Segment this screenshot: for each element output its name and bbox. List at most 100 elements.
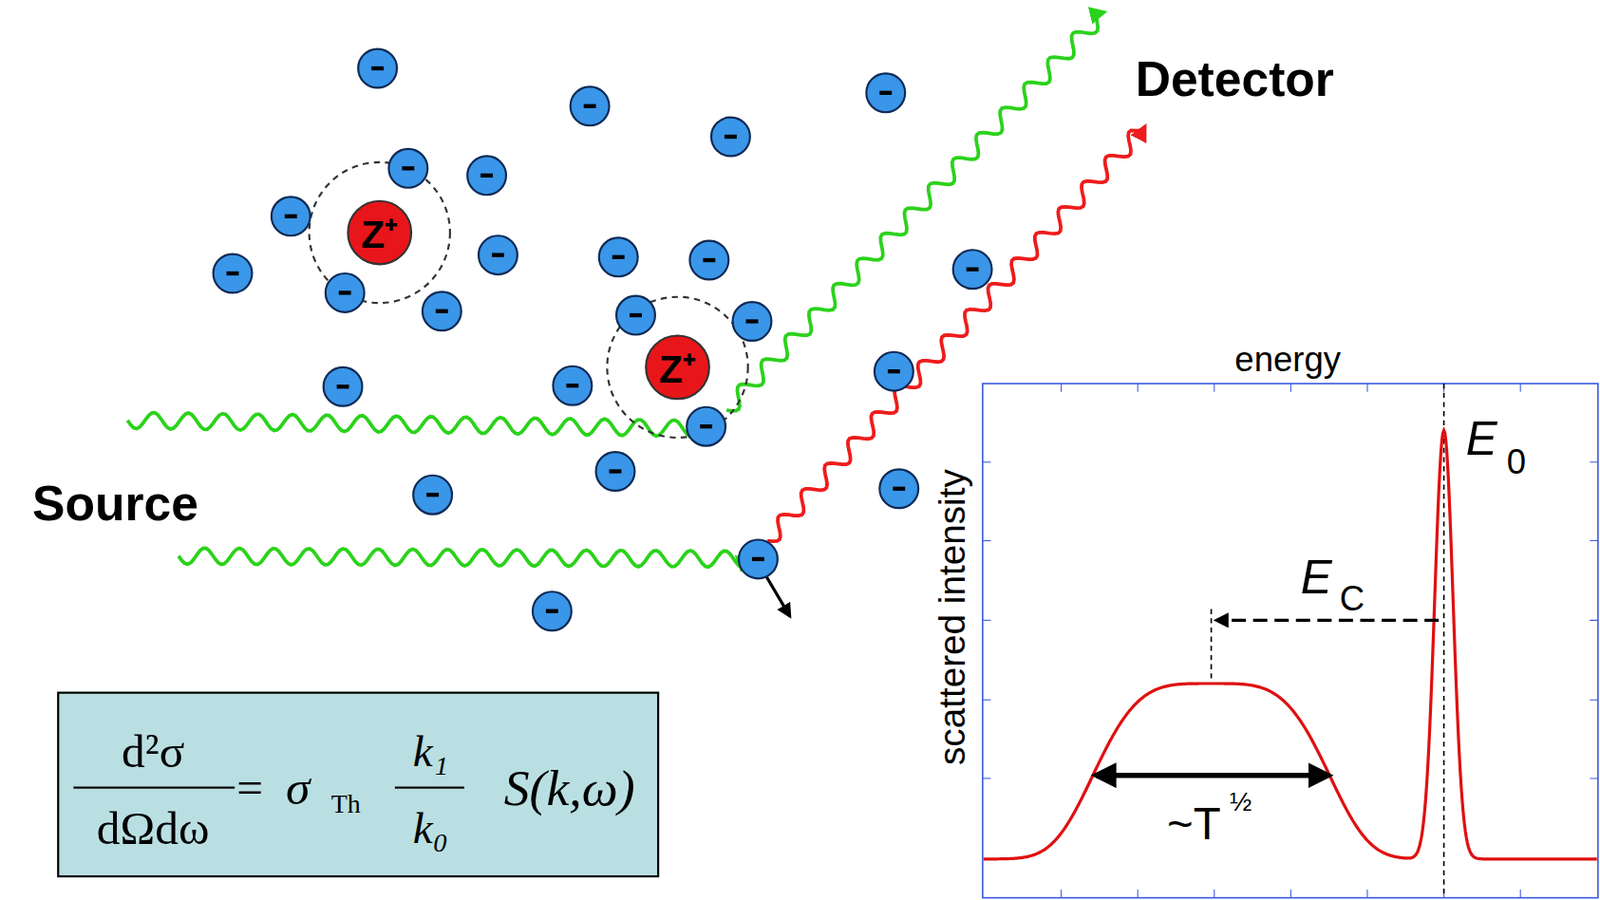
- electron-body: [689, 241, 729, 281]
- electron: [478, 235, 518, 275]
- minus-sign: [371, 66, 384, 71]
- electron-body: [357, 49, 397, 89]
- minus-sign: [491, 253, 505, 258]
- formula-box: d²σdΩdω=σThk₁k₀S(k,ω): [56, 692, 659, 879]
- tick: [1137, 383, 1139, 393]
- electron: [738, 539, 778, 579]
- minus-sign: [702, 258, 716, 263]
- electron-body: [599, 237, 639, 277]
- electron-body: [616, 296, 656, 336]
- electron-body: [711, 117, 751, 157]
- electron: [552, 366, 592, 406]
- electron: [953, 249, 993, 289]
- electron: [874, 352, 914, 392]
- minus-sign: [887, 369, 901, 374]
- minus-sign: [752, 557, 765, 562]
- subscript: C: [1339, 580, 1365, 616]
- electron: [467, 155, 507, 195]
- electron: [357, 49, 397, 89]
- tick: [1213, 889, 1215, 899]
- denominator: k₀: [413, 806, 449, 851]
- energy-symbol: E: [1300, 554, 1333, 602]
- electron: [711, 117, 751, 157]
- spectrum-chart: [982, 383, 1599, 899]
- axis-title: scattered intensity: [933, 469, 971, 766]
- ion: [347, 201, 412, 265]
- electron-body: [874, 352, 914, 392]
- tick: [1290, 383, 1292, 393]
- electron-body: [865, 73, 905, 113]
- superscript: ½: [1229, 789, 1252, 816]
- tick: [1520, 889, 1522, 899]
- shift-arrow: [1216, 619, 1439, 622]
- denominator: dΩdω: [96, 805, 210, 852]
- tick: [1366, 383, 1368, 393]
- electron: [689, 241, 729, 281]
- minus-sign: [545, 609, 559, 614]
- minus-sign: [401, 166, 415, 170]
- ion: [645, 336, 710, 400]
- electron-body: [213, 254, 253, 294]
- ion-charge: Z⁺: [360, 215, 398, 255]
- minus-sign: [609, 469, 622, 473]
- electron: [686, 407, 726, 447]
- spectrum-curve: [983, 430, 1598, 859]
- tick: [1137, 889, 1139, 899]
- ion-charge: Z⁺: [658, 350, 697, 390]
- electron: [213, 254, 253, 294]
- electron-body: [422, 291, 462, 331]
- tick: [1589, 461, 1599, 463]
- structure-factor: S(k,ω): [504, 762, 636, 814]
- axis-title: energy: [1234, 341, 1341, 377]
- reference-line: [1443, 383, 1446, 899]
- tick: [1213, 383, 1215, 393]
- equals-sign: =: [236, 764, 264, 811]
- minus-sign: [966, 267, 979, 272]
- tick: [982, 699, 992, 701]
- electron: [325, 273, 365, 313]
- electron-body: [879, 469, 919, 509]
- electron-body: [596, 451, 636, 491]
- minus-sign: [565, 383, 579, 388]
- minus-sign: [746, 319, 759, 323]
- electron-body: [325, 273, 365, 313]
- particles: [213, 49, 993, 632]
- electron: [323, 367, 363, 407]
- numerator: k₁: [413, 729, 449, 774]
- photon-waves: [127, 12, 1145, 617]
- electron: [388, 149, 428, 189]
- tick: [982, 461, 992, 463]
- minus-sign: [724, 134, 737, 139]
- electron: [271, 196, 311, 236]
- subscript: Th: [331, 791, 361, 819]
- minus-sign: [583, 104, 597, 109]
- electron-body: [953, 249, 993, 289]
- minus-sign: [284, 214, 298, 219]
- energy-symbol: E: [1466, 414, 1498, 462]
- cross-section-symbol: σ: [285, 763, 310, 813]
- fraction-bar: [395, 787, 465, 790]
- minus-sign: [629, 313, 642, 318]
- width-label: ~T: [1167, 802, 1222, 848]
- subscript: 0: [1506, 443, 1526, 479]
- plot-frame: [982, 383, 1599, 899]
- fraction-bar: [73, 787, 235, 790]
- electron-body: [532, 591, 572, 631]
- tick: [1520, 383, 1522, 393]
- tick: [982, 620, 992, 622]
- electron: [733, 301, 772, 341]
- tick: [1589, 620, 1599, 622]
- electron-body: [271, 196, 311, 236]
- electron-body: [323, 367, 363, 407]
- tick: [1589, 699, 1599, 701]
- tick: [1060, 383, 1062, 393]
- electron-body: [413, 475, 452, 515]
- electron: [599, 237, 639, 277]
- tick: [982, 777, 992, 779]
- tick: [1589, 777, 1599, 779]
- electron: [616, 296, 656, 336]
- minus-sign: [435, 309, 449, 314]
- tick: [1290, 889, 1292, 899]
- minus-sign: [226, 271, 240, 276]
